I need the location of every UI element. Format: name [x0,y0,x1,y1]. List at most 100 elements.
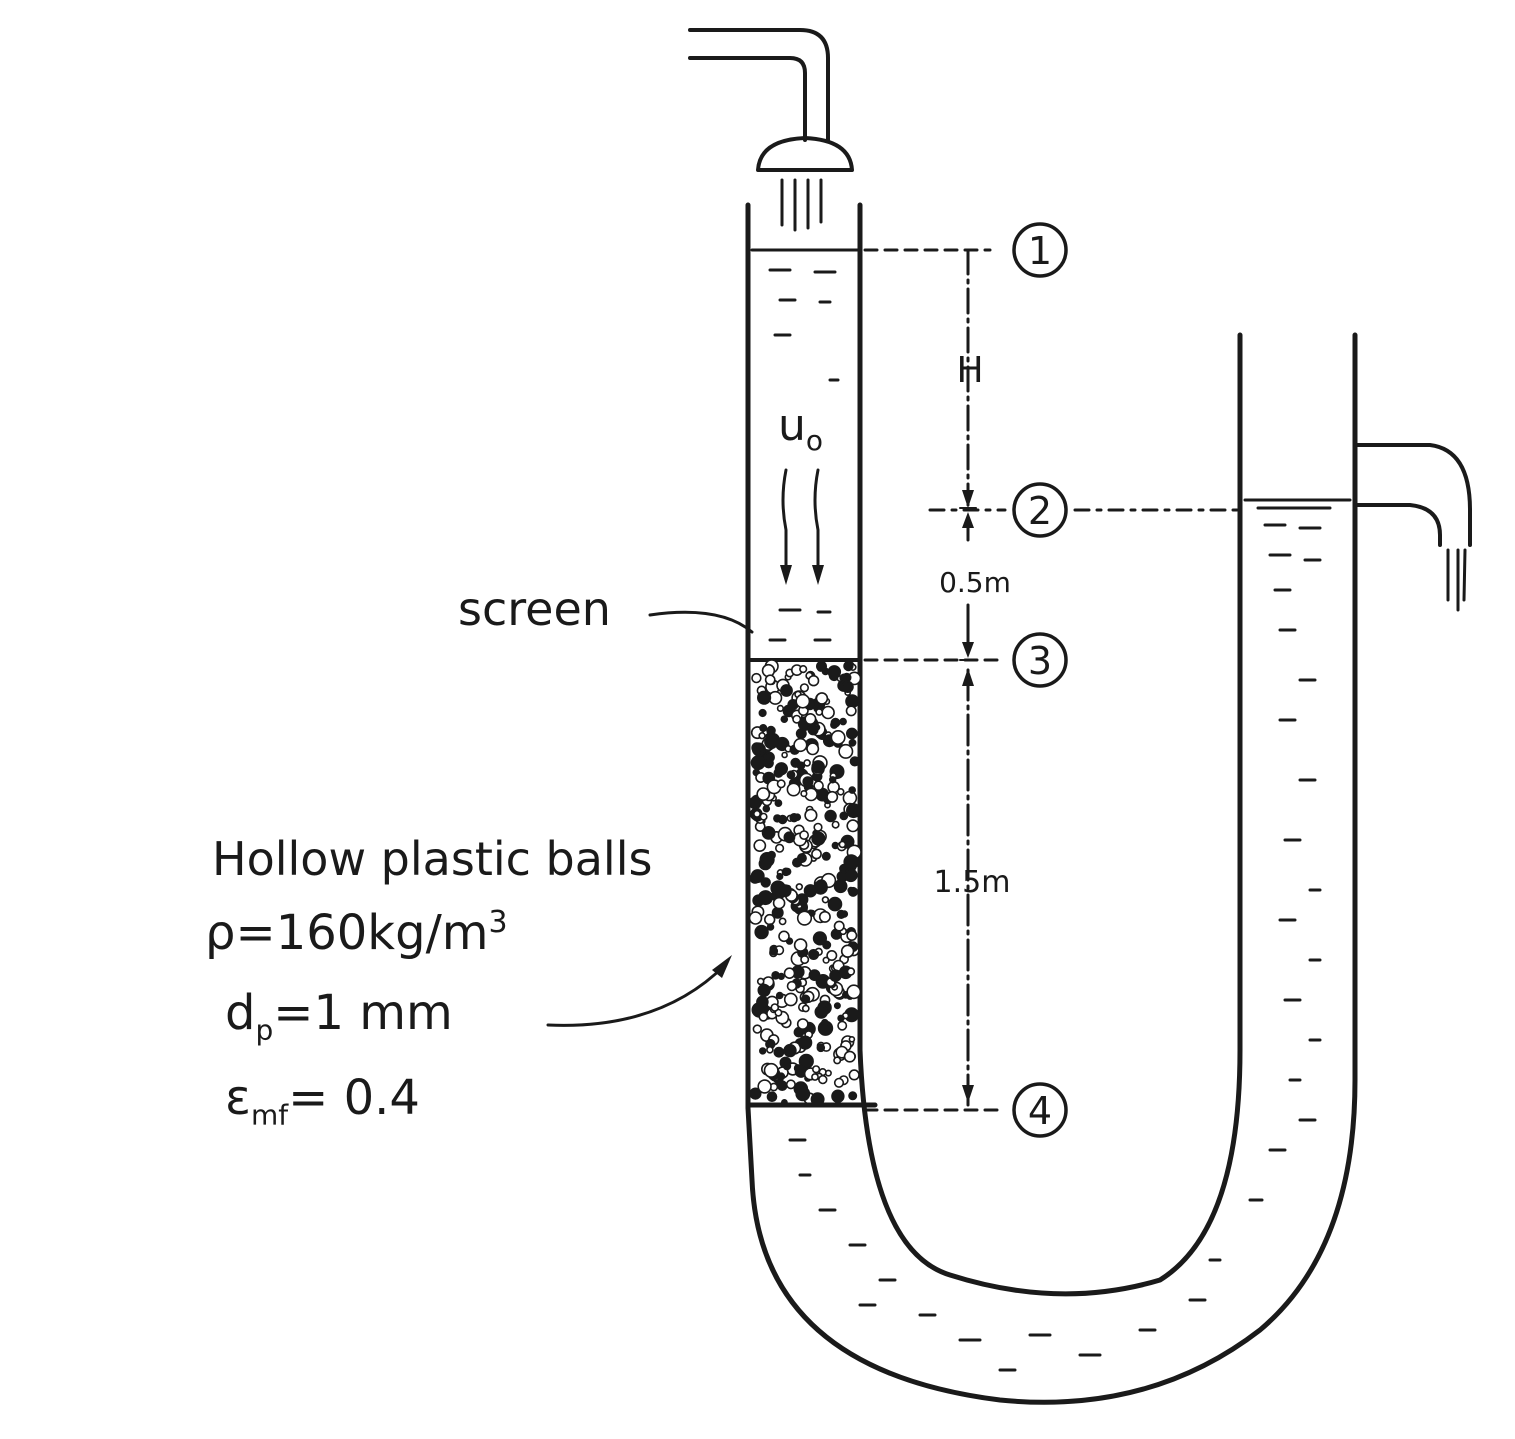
bed-particle [748,911,763,925]
bed-particle [750,755,766,771]
bed-particle [772,896,786,910]
bed-particle [837,1020,848,1031]
bed-particle [778,884,792,898]
bed-particle [804,712,817,725]
station-4-circle [1012,1082,1068,1138]
bed-particle [836,909,846,920]
screen-leader [648,610,754,634]
bed-particle [757,1079,772,1094]
bed-particle [781,751,788,759]
bed-particle [841,680,854,694]
density-value: =160kg/m [235,905,489,961]
bed-particle [829,969,842,983]
bed-particle [778,917,787,926]
bed-particle [826,790,839,803]
station-markers: 1 2 3 4 [1012,222,1068,1138]
bed-particle [830,729,846,745]
voidage-value: = 0.4 [288,1070,420,1126]
bed-particle [824,809,837,823]
bed-particle [795,883,803,891]
bed-particle [846,967,856,976]
bed-particle [758,708,767,718]
voidage-subscript: mf [250,1098,289,1132]
bed-particle [804,808,818,822]
bed-particle [752,1024,762,1034]
bed-particle [783,1043,797,1058]
bed-particle [758,731,766,740]
bed-particle [795,693,811,709]
bed-particle [808,909,816,917]
bed-particle [773,814,782,823]
packed-bed-particles [748,659,862,1107]
bed-particle [843,660,854,672]
bed-particle [766,725,776,736]
bed-particle [824,1069,832,1077]
bed-particle [748,796,762,810]
leader-arrows [546,610,754,1027]
bed-particle [753,839,767,852]
bed-particle [776,872,784,881]
bed-particle [776,779,786,789]
bed-particle [796,910,813,926]
bed-particle [821,851,831,861]
bed-particle [848,786,857,794]
bed-particle [757,890,773,906]
bed-particle [786,980,798,992]
bed-particle [764,734,779,750]
bed-particle [840,944,855,958]
bed-particle [827,665,842,679]
bed-particle [761,826,776,840]
bed-particle [839,717,847,726]
bed-particle [789,812,799,823]
bed-particle [774,843,785,853]
bed-particle [843,1050,856,1063]
bed-particle [846,727,858,740]
density-exponent: 3 [488,905,508,940]
bed-particle [839,673,849,683]
left-inner-wall [857,202,1243,1297]
bed-particle [833,920,845,932]
bed-particle [792,714,802,724]
density-line: ρ=160kg/m3 [205,905,508,961]
bed-particle [751,742,763,754]
bed-particle [760,877,771,888]
bed-particle [783,867,792,876]
bed-particle [764,674,776,686]
bed-particle [807,674,820,687]
bed-particle [783,992,798,1007]
bed-particle [848,738,857,747]
bed-particle [798,1035,813,1050]
bed-particle [848,805,856,813]
bed-particle [783,967,796,980]
flow-arrows [780,468,824,585]
bed-particle [750,869,765,884]
station-1-label: 1 [1028,229,1052,273]
left-outer-wall [745,202,1358,1405]
bed-particle [754,924,769,940]
bed-particle [800,955,810,965]
bed-particle [795,1086,811,1102]
bed-particle [793,938,808,952]
bed-particle [802,776,814,788]
density-symbol: ρ [205,905,236,961]
bed-particle [833,1002,841,1010]
bed-particle [837,1014,845,1022]
bed-particle [848,886,859,897]
bed-particle [758,1047,767,1055]
bed-particle [763,751,775,763]
bed-particle [845,705,857,717]
bed-particle [818,910,831,923]
bed-particle [838,840,847,849]
bed-particle [791,857,802,868]
shower-head [756,136,854,232]
bed-particle [812,931,828,946]
bed-particle [848,1091,858,1101]
bed-particle [766,1046,774,1054]
bed-particle [820,1018,829,1027]
u-tube [745,202,1358,1405]
bed-particle [759,723,768,732]
bed-particle [849,756,860,767]
bed-particle [846,819,860,833]
bed-particle [811,1073,819,1081]
